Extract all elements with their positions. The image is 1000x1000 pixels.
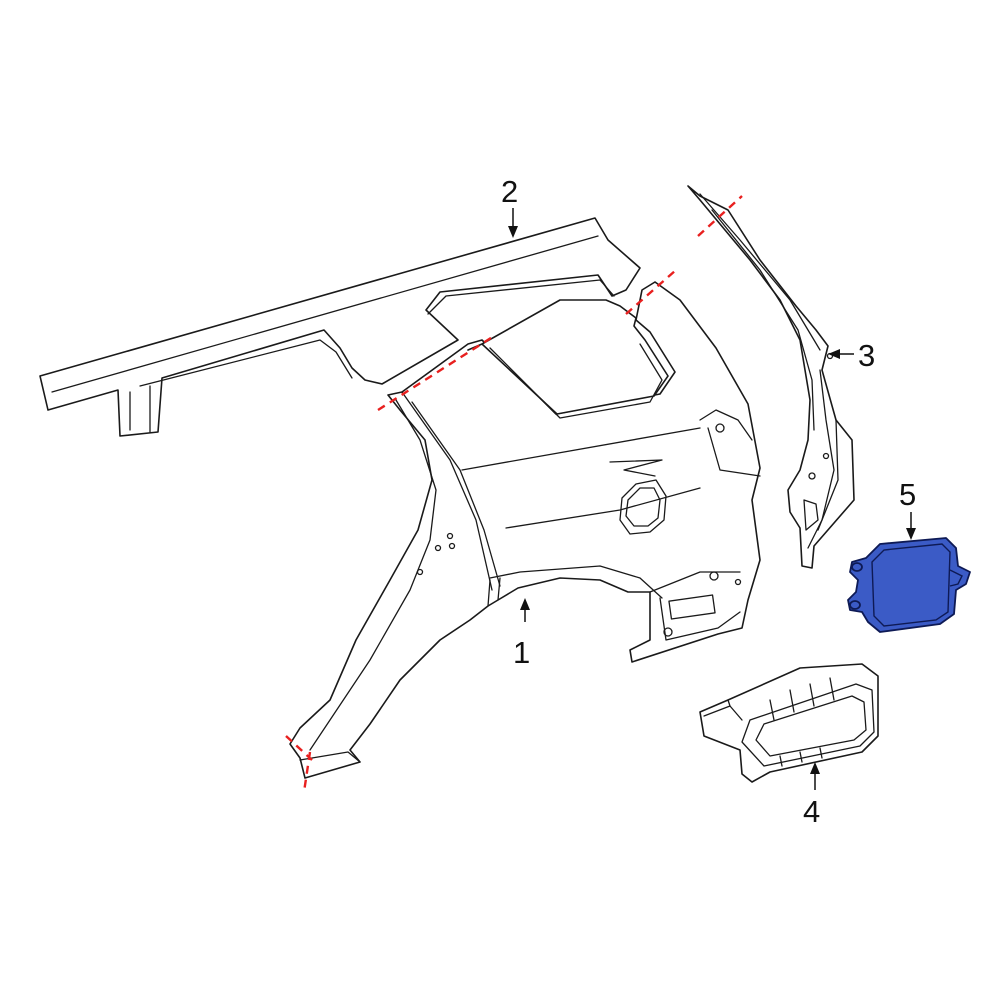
callout-label-1: 1 xyxy=(513,635,530,670)
part-4-filler-housing[interactable] xyxy=(699,663,879,783)
cut-line-c-pillar xyxy=(625,269,677,315)
cut-line-rear-pillar xyxy=(697,195,743,237)
arrowhead-1 xyxy=(520,598,530,610)
arrowhead-5 xyxy=(906,528,916,540)
arrowhead-3 xyxy=(828,349,840,359)
cut-lines xyxy=(285,195,743,793)
callout-4: 4 xyxy=(803,762,820,829)
cut-line-rocker-vertical xyxy=(302,751,312,793)
part-2-roof-rail[interactable] xyxy=(39,217,641,437)
callout-2: 2 xyxy=(501,174,518,238)
callout-5: 5 xyxy=(899,477,916,540)
part-5-fuel-door[interactable] xyxy=(847,537,971,633)
callout-label-2: 2 xyxy=(501,174,518,209)
callout-label-5: 5 xyxy=(899,477,916,512)
part-1-quarter-panel[interactable] xyxy=(289,281,761,779)
cut-line-a-pillar xyxy=(377,334,495,412)
cut-line-rocker xyxy=(285,735,313,761)
callout-1: 1 xyxy=(513,598,530,670)
arrowhead-2 xyxy=(508,226,518,238)
arrowhead-4 xyxy=(810,762,820,774)
callout-3: 3 xyxy=(828,338,875,373)
callout-label-4: 4 xyxy=(803,794,820,829)
callout-label-3: 3 xyxy=(858,338,875,373)
